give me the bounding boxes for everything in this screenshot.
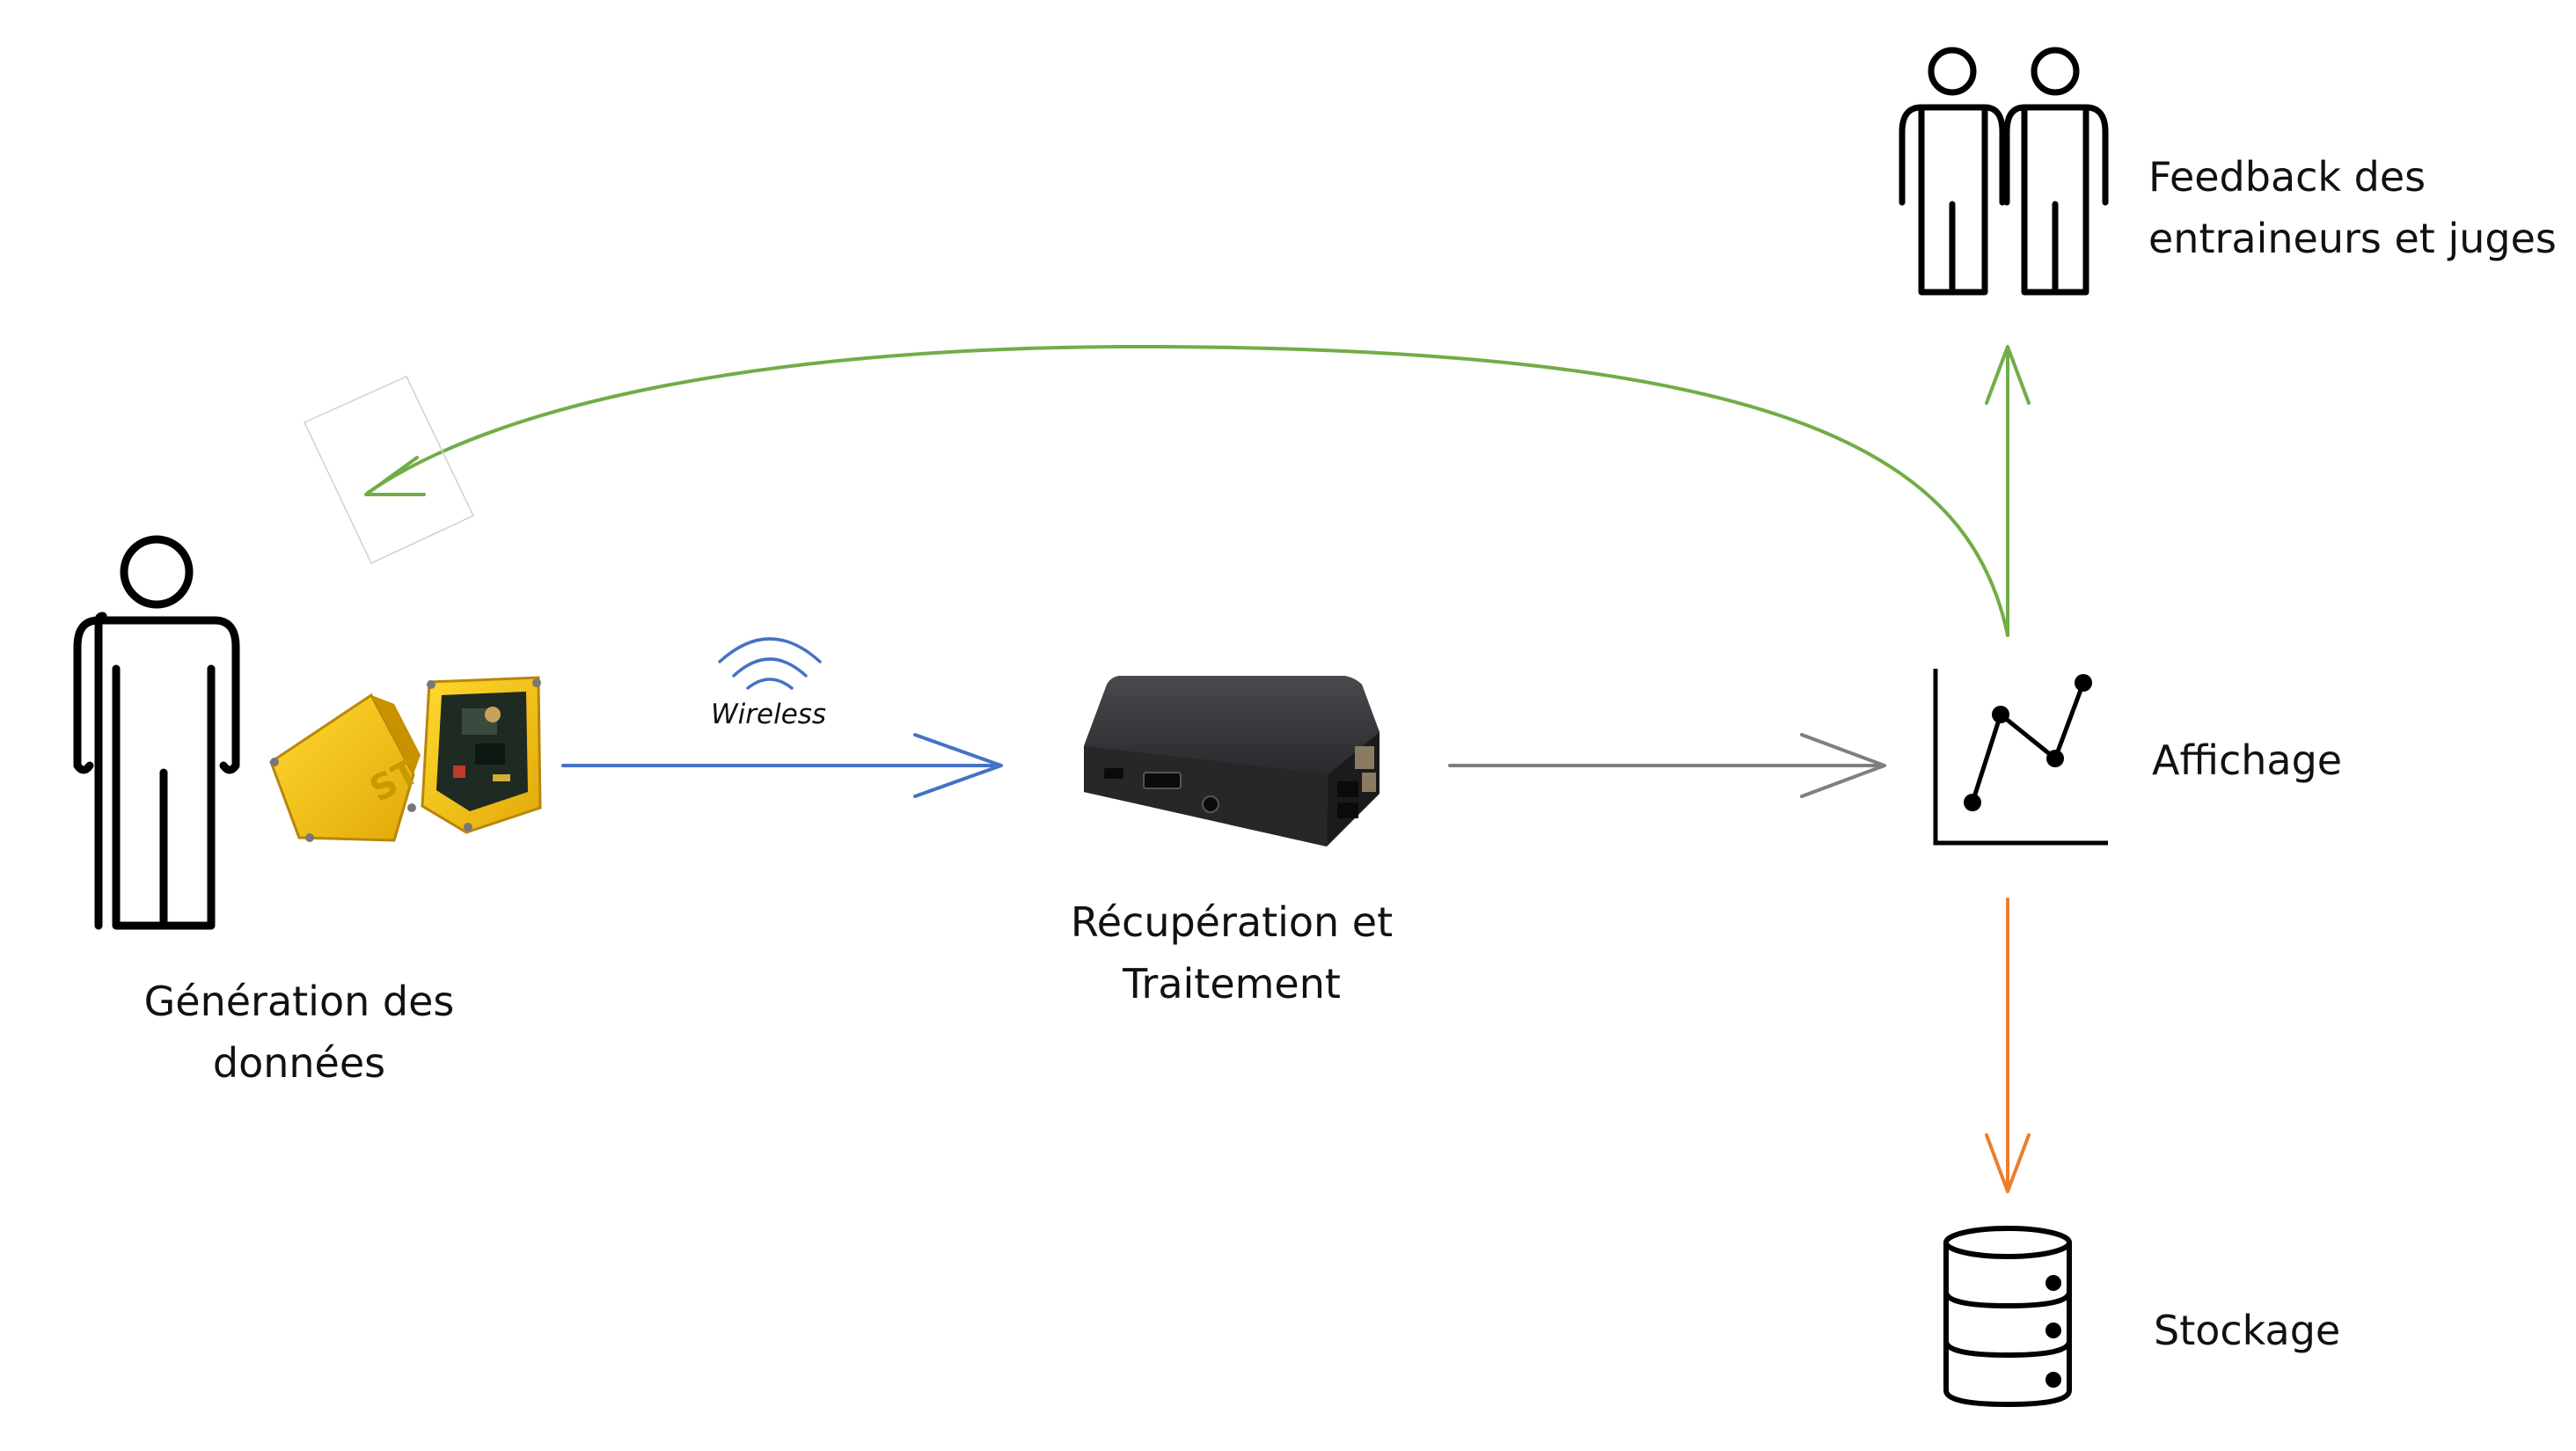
storage-arrow [1985, 898, 2031, 1193]
raspberry-pi-case-image [1084, 676, 1379, 846]
sensor-box-image: ST [269, 676, 542, 842]
processing-arrow [1448, 733, 1886, 798]
traitement-label: Récupération et Traitement [1070, 898, 1394, 1008]
wifi-icon [718, 637, 822, 690]
feedback-up-arrow [1985, 345, 2031, 637]
generation-label: Génération des données [143, 978, 455, 1087]
stockage-label: Stockage [2154, 1307, 2341, 1354]
selection-box [303, 376, 475, 564]
feedback-return-arrow [364, 344, 2009, 637]
database-icon [1943, 1226, 2072, 1408]
wireless-arrow [561, 733, 1003, 798]
athlete-person-icon [73, 535, 240, 930]
feedback-label: Feedback des entraineurs et juges [2148, 153, 2557, 262]
affichage-label: Affichage [2152, 736, 2343, 784]
line-chart-icon [1933, 669, 2108, 846]
judges-persons-icon [1899, 47, 2109, 296]
wireless-label: Wireless [711, 699, 827, 730]
